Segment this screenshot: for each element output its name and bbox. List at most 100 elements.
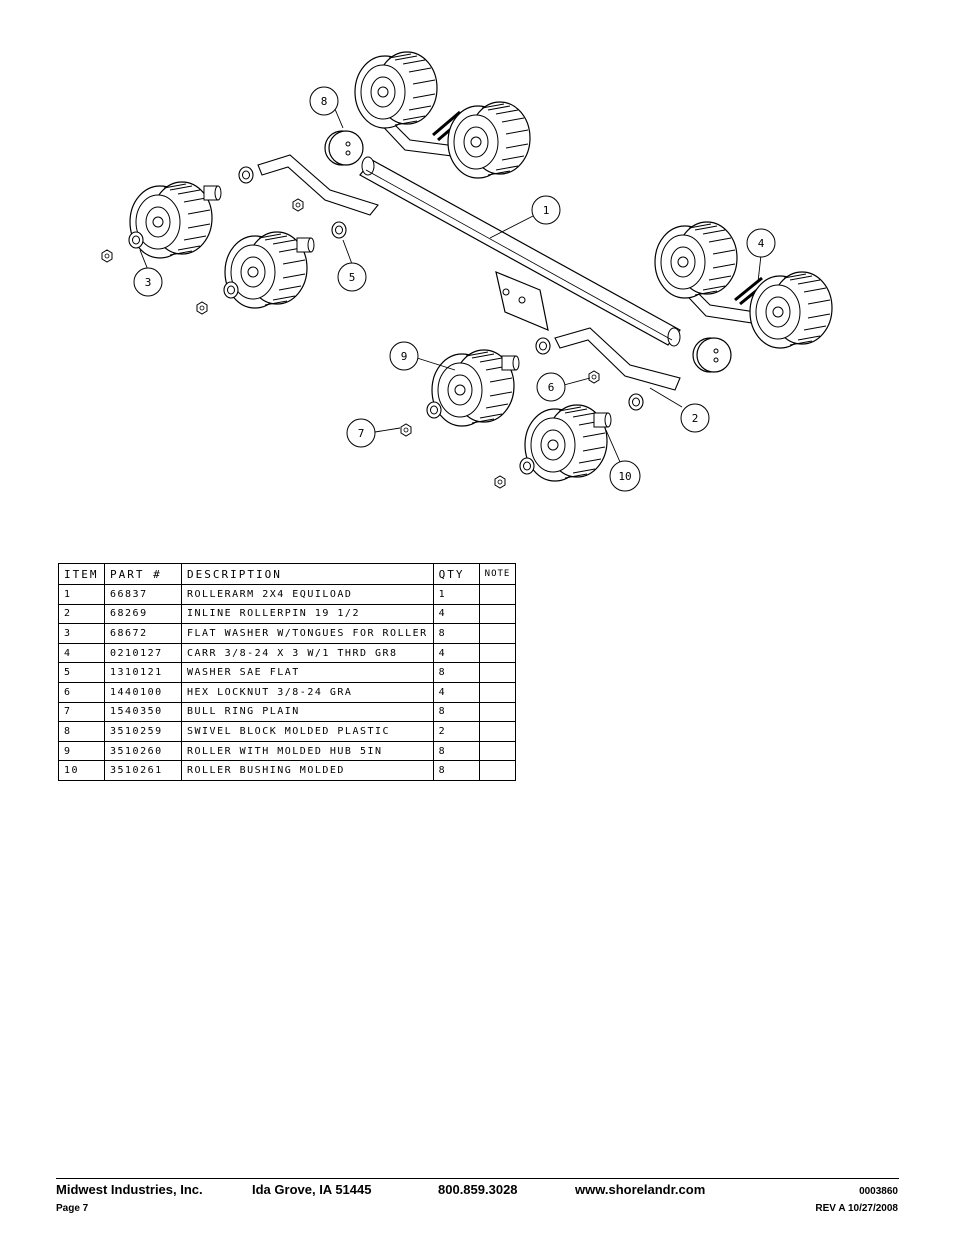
cell-description: SWIVEL BLOCK MOLDED PLASTIC [181,721,434,742]
roller-right-upper [654,221,738,299]
cell-part: 68269 [104,603,182,625]
cell-part: 1540350 [104,701,182,723]
cell-part: 3510261 [104,760,182,781]
locknut [588,370,600,384]
roller-left-lower [224,231,308,309]
cell-item: 8 [58,721,105,742]
footer-page-number: Page 7 [56,1203,89,1214]
table-header-row: ITEM PART # DESCRIPTION QTY NOTE [58,563,517,585]
washer [628,393,644,411]
callout-1: 1 [531,195,561,225]
svg-text:4: 4 [758,237,765,250]
callout-3: 3 [133,267,163,297]
cell-note [478,603,517,625]
cell-part: 1440100 [104,681,182,703]
cell-note [478,701,517,723]
footer-doc-number: 0003860 [859,1186,898,1197]
cell-note [478,760,517,781]
washer [238,166,254,184]
cell-description: CARR 3/8-24 X 3 W/1 THRD GR8 [181,642,434,664]
exploded-parts-diagram: 1 2 3 4 5 6 7 8 9 10 [101,51,833,492]
cell-item: 9 [58,740,105,762]
cell-qty: 8 [432,701,480,723]
callout-2: 2 [680,403,710,433]
cell-qty: 8 [432,662,480,683]
cell-note [478,740,517,762]
roller-right-lower [749,271,833,349]
callout-8: 8 [309,86,339,116]
bushing [203,185,222,201]
cell-note [478,642,517,664]
cell-qty: 4 [432,642,480,664]
callout-5: 5 [337,262,367,292]
cell-qty: 8 [432,623,480,644]
header-item: ITEM [58,563,105,585]
footer-revision: REV A 10/27/2008 [815,1203,898,1214]
cell-item: 10 [58,760,105,781]
callout-9: 9 [389,341,419,371]
cell-item: 2 [58,603,105,625]
footer-website: www.shorelandr.com [575,1182,706,1197]
cell-note [478,584,517,605]
cell-item: 4 [58,642,105,664]
cell-part: 0210127 [104,642,182,664]
washer [128,231,144,249]
svg-text:10: 10 [618,470,631,483]
cell-description: BULL RING PLAIN [181,701,434,723]
cell-note [478,721,517,742]
cell-qty: 4 [432,681,480,703]
cell-item: 1 [58,584,105,605]
svg-text:6: 6 [548,381,555,394]
cell-qty: 1 [432,584,480,605]
roller-pin-left [257,154,379,216]
cell-note [478,623,517,644]
locknut [292,198,304,212]
cell-qty: 2 [432,721,480,742]
footer-divider [56,1178,899,1179]
washer [535,337,551,355]
roller-top-right [447,101,531,179]
header-part-number: PART # [104,563,182,585]
cell-part: 66837 [104,584,182,605]
cell-description: HEX LOCKNUT 3/8-24 GRA [181,681,434,703]
callout-6: 6 [536,372,566,402]
swivel-block-right [692,337,732,373]
callout-10: 10 [609,460,641,492]
footer-company: Midwest Industries, Inc. [56,1182,203,1197]
cell-description: ROLLER BUSHING MOLDED [181,760,434,781]
bushing [296,237,315,253]
cell-part: 68672 [104,623,182,644]
svg-text:2: 2 [692,412,699,425]
cell-part: 3510259 [104,721,182,742]
roller-arm-beam [359,156,681,347]
footer-city: Ida Grove, IA 51445 [252,1182,372,1197]
svg-text:5: 5 [349,271,356,284]
cell-qty: 8 [432,740,480,762]
washer [331,221,347,239]
roller-left [129,181,213,259]
bushing [501,355,520,371]
svg-text:9: 9 [401,350,408,363]
washer [426,401,442,419]
header-qty: QTY [432,563,480,585]
leader-lines [139,101,762,463]
bull-ring [196,301,208,315]
roller-pin-right [554,327,681,391]
callout-7: 7 [346,418,376,448]
cell-description: FLAT WASHER W/TONGUES FOR ROLLER [181,623,434,644]
bull-ring [494,475,506,489]
cell-qty: 4 [432,603,480,625]
cell-item: 6 [58,681,105,703]
bull-ring [101,249,113,263]
svg-text:3: 3 [145,276,152,289]
cell-item: 3 [58,623,105,644]
cell-part: 1310121 [104,662,182,683]
